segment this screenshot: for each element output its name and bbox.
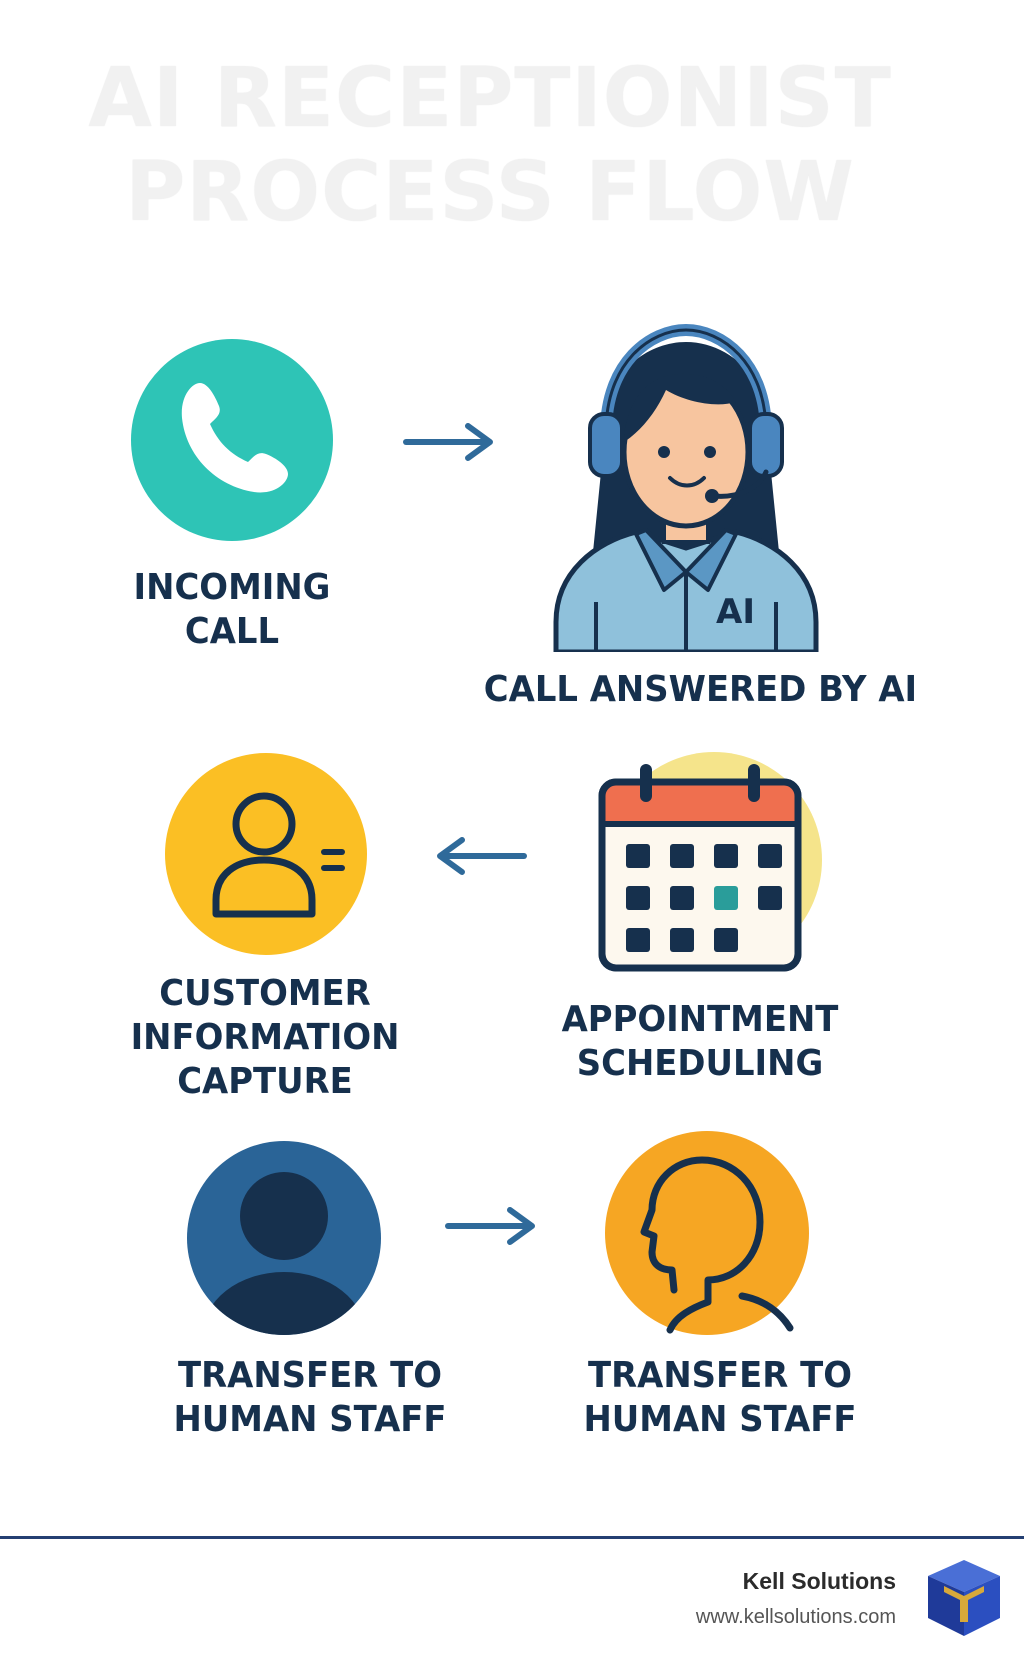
step-label: CALL ANSWERED BY AI	[483, 669, 918, 710]
arrow-left-icon	[437, 837, 527, 875]
cube-logo-icon	[928, 1560, 1000, 1636]
person-silhouette-icon	[187, 1141, 381, 1335]
arrow-right-icon	[445, 1207, 535, 1245]
title-line-2: PROCESS FLOW	[125, 145, 855, 240]
ai-badge: AI	[716, 592, 755, 632]
ai-receptionist-headset-icon	[553, 323, 819, 652]
footer-divider	[0, 1536, 1024, 1539]
arrow-right-icon	[403, 423, 493, 461]
brand-url[interactable]: www.kellsolutions.com	[695, 1606, 896, 1628]
phone-icon	[131, 339, 333, 541]
page-title: AI RECEPTIONIST PROCESS FLOW	[0, 52, 980, 240]
head-profile-icon	[605, 1131, 809, 1335]
brand-name: Kell Solutions	[742, 1568, 896, 1594]
title-line-1: AI RECEPTIONIST	[88, 51, 892, 146]
user-info-icon	[165, 753, 367, 955]
calendar-icon	[598, 752, 822, 972]
